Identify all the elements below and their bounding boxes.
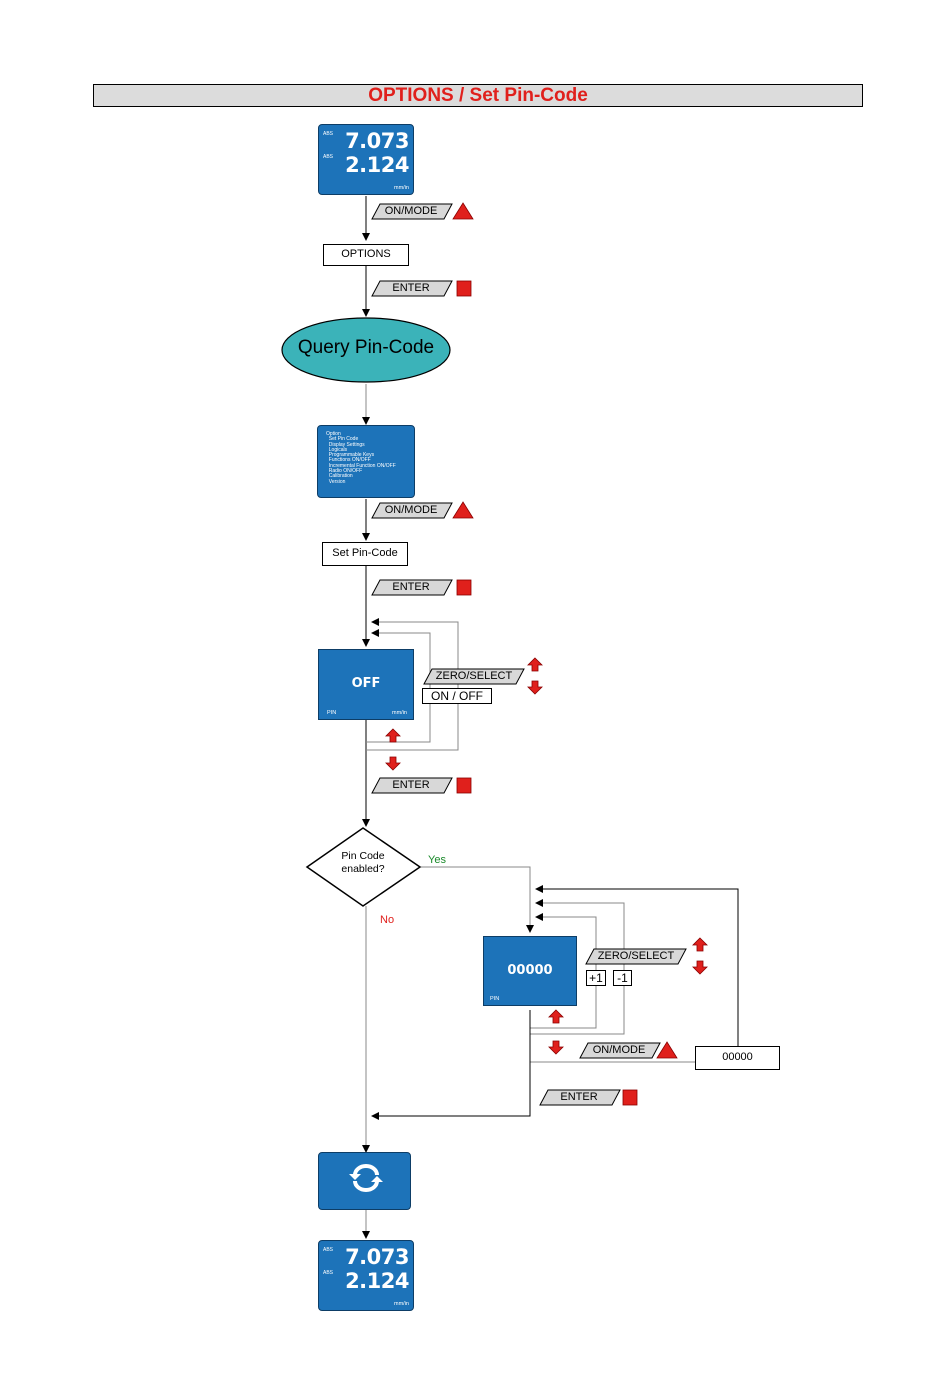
pin-status-display: OFF PIN mm/in <box>318 649 414 720</box>
square-icon <box>456 280 472 297</box>
abs-label: ABS <box>323 154 334 160</box>
pin-entry-value: 00000 <box>507 963 553 978</box>
decision-label: Pin Code enabled? <box>341 850 385 875</box>
unit-label: mm/in <box>392 710 407 716</box>
abs-label: ABS <box>323 131 334 137</box>
value-2: 2.124 <box>345 153 409 177</box>
decision-diamond <box>305 827 422 907</box>
sync-icon <box>349 1164 383 1192</box>
zero-select-key[interactable]: ZERO/SELECT <box>435 670 513 682</box>
option-menu-list: Option Set Pin Code Display Settings Log… <box>326 431 396 485</box>
saving-display <box>318 1152 411 1210</box>
enter-key[interactable]: ENTER <box>392 779 430 791</box>
arrow-down-icon <box>527 680 543 695</box>
yes-label: Yes <box>428 854 446 866</box>
options-box: OPTIONS <box>323 244 409 266</box>
minus-one-box: -1 <box>613 970 632 986</box>
page-title: OPTIONS / Set Pin-Code <box>93 84 863 107</box>
pin-status-value: OFF <box>351 676 381 691</box>
enter-key[interactable]: ENTER <box>392 282 430 294</box>
triangle-icon <box>452 202 474 220</box>
pin-code-box: 00000 <box>695 1046 780 1070</box>
display-top: ABS ABS 7.073 2.124 mm/in <box>318 124 414 195</box>
pin-label: PIN <box>327 710 337 716</box>
query-pin-code-label: Query Pin-Code <box>297 337 435 358</box>
value-1: 7.073 <box>345 129 409 153</box>
on-mode-key[interactable]: ON/MODE <box>592 1044 646 1056</box>
no-label: No <box>380 914 395 926</box>
abs-label: ABS <box>323 1270 334 1276</box>
set-pin-code-box: Set Pin-Code <box>322 542 408 566</box>
pin-label: PIN <box>490 996 500 1002</box>
unit-label: mm/in <box>394 1301 409 1307</box>
on-off-box: ON / OFF <box>422 688 492 704</box>
abs-label: ABS <box>323 1247 334 1253</box>
on-mode-key[interactable]: ON/MODE <box>384 205 438 217</box>
value-2: 2.124 <box>345 1269 409 1293</box>
unit-label: mm/in <box>394 185 409 191</box>
option-menu-display: Option Set Pin Code Display Settings Log… <box>317 425 415 498</box>
enter-key[interactable]: ENTER <box>560 1091 598 1103</box>
on-mode-key[interactable]: ON/MODE <box>384 504 438 516</box>
zero-select-key[interactable]: ZERO/SELECT <box>597 950 675 962</box>
enter-key[interactable]: ENTER <box>392 581 430 593</box>
plus-one-box: +1 <box>586 970 606 986</box>
display-bottom: ABS ABS 7.073 2.124 mm/in <box>318 1240 414 1311</box>
key-shape <box>371 203 453 220</box>
value-1: 7.073 <box>345 1245 409 1269</box>
query-pin-code-oval <box>281 317 451 383</box>
arrow-up-icon <box>527 657 543 672</box>
pin-entry-display: 00000 PIN <box>483 936 577 1006</box>
